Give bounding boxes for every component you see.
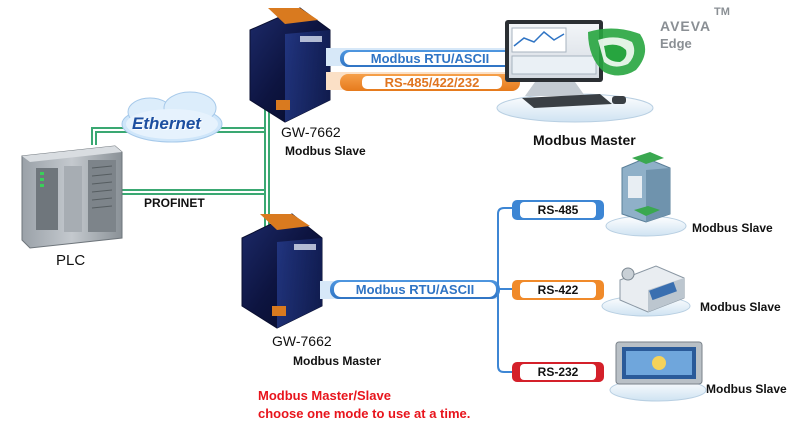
port-label-rs422: RS-422: [537, 283, 579, 297]
master-pc: [496, 20, 654, 123]
profinet-label: PROFINET: [144, 196, 205, 210]
bottom-bus-label: Modbus RTU/ASCII: [355, 282, 475, 297]
gateway-bottom-role: Modbus Master: [293, 354, 382, 368]
aveva-leaf-logo: [588, 28, 646, 76]
ethernet-cloud: [121, 91, 223, 143]
top-serial-label: RS-485/422/232: [384, 75, 480, 90]
gateway-top-device: [249, 7, 331, 123]
gateway-top-model: GW-7662: [281, 124, 341, 140]
plc-device: [21, 145, 123, 249]
port-pills: [512, 200, 604, 382]
gateway-bottom-model: GW-7662: [272, 333, 332, 349]
mode-note-line1: Modbus Master/Slave: [258, 388, 391, 403]
plc-label: PLC: [56, 252, 86, 269]
slave-label-rs232: Modbus Slave: [706, 382, 787, 396]
slave-label-rs485: Modbus Slave: [692, 221, 773, 235]
slave-device-rs485: [621, 152, 671, 223]
port-label-rs485: RS-485: [537, 203, 579, 217]
ethernet-label: Ethernet: [132, 114, 201, 133]
gateway-top-role: Modbus Slave: [285, 144, 366, 158]
mode-note-line2: choose one mode to use at a time.: [258, 406, 471, 421]
master-pc-label: Modbus Master: [533, 132, 636, 148]
aveva-logo-edge: Edge: [660, 36, 692, 51]
port-label-rs232: RS-232: [537, 365, 579, 379]
gateway-bottom-device: [241, 213, 323, 329]
top-bus-label: Modbus RTU/ASCII: [370, 51, 490, 66]
aveva-logo-tm: TM: [714, 6, 730, 18]
slave-device-rs422: [619, 265, 685, 313]
slave-device-rs232: [615, 341, 703, 385]
aveva-logo-text: AVEVA: [660, 18, 712, 34]
slave-label-rs422: Modbus Slave: [700, 300, 781, 314]
